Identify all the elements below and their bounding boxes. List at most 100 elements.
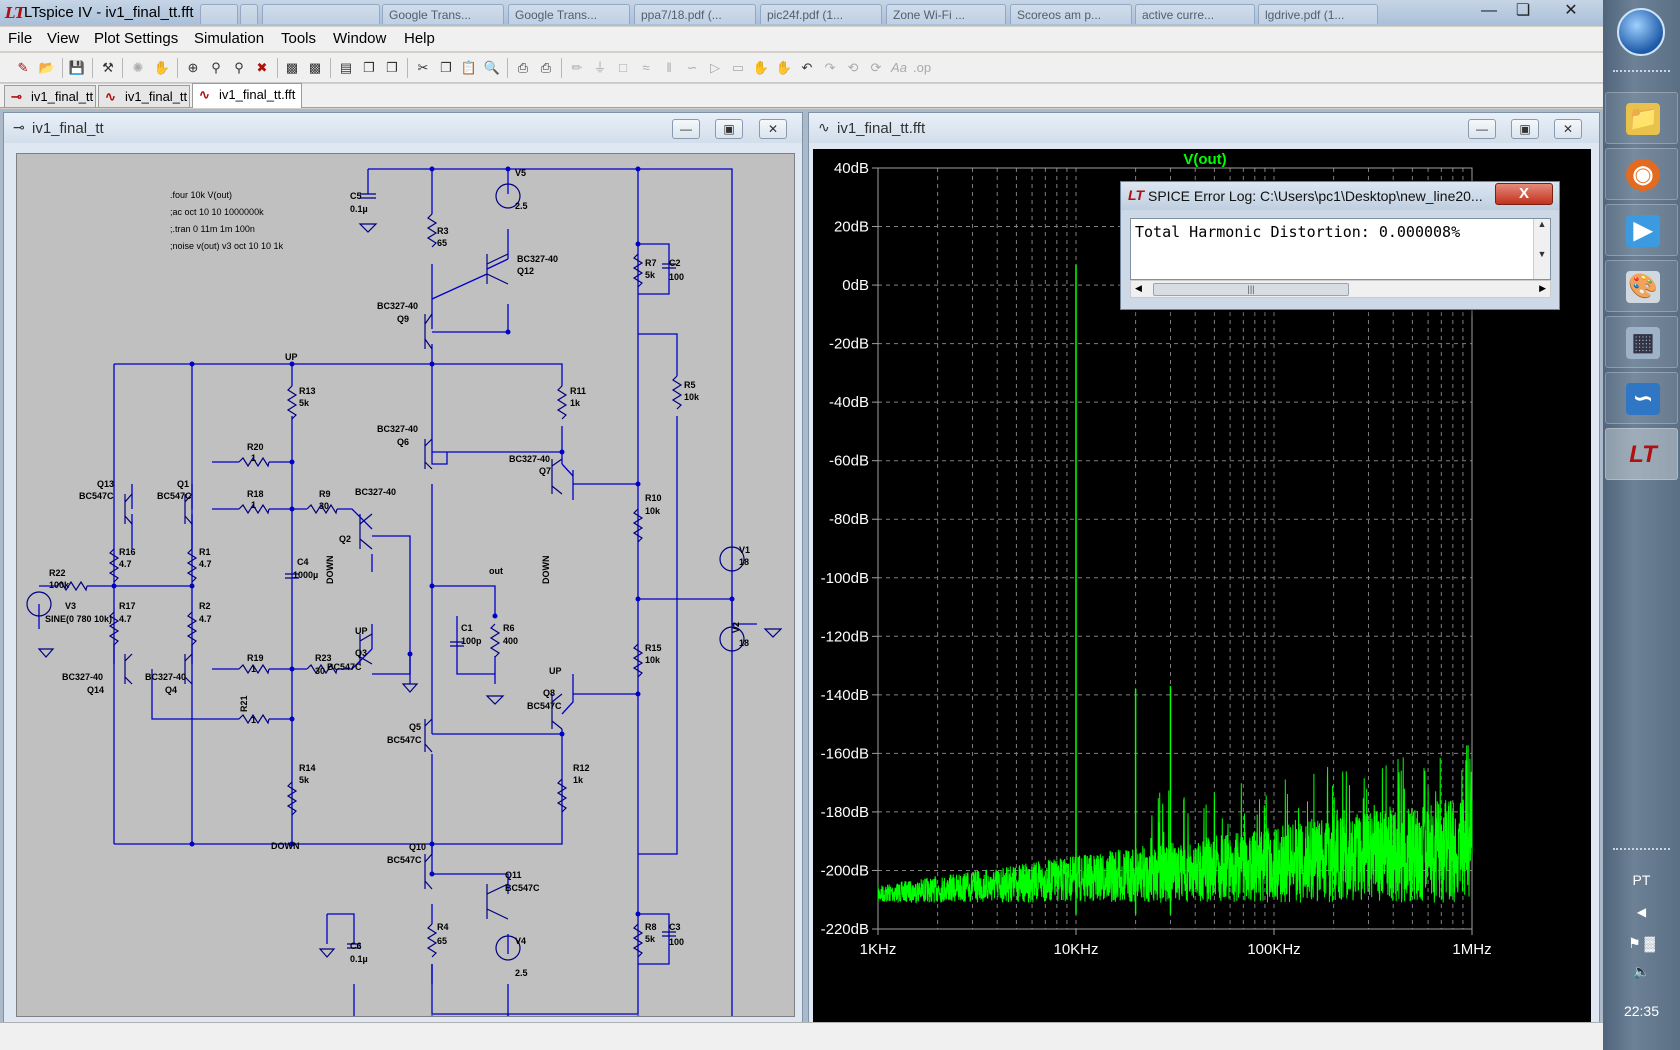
resistor-icon[interactable]: ≈ [642,60,650,75]
x-tick-label: 1KHz [860,941,897,958]
background-tab[interactable] [200,4,238,24]
menu-help[interactable]: Help [404,30,435,47]
component-icon[interactable]: ▭ [731,60,745,75]
tab-fft[interactable]: ∿iv1_final_tt.fft [192,83,302,108]
tile-vertical-icon[interactable]: ❐ [386,60,398,75]
scroll-thumb[interactable]: ||| [1153,283,1349,296]
tray-expand-icon[interactable]: ◀ [1636,905,1647,919]
schematic-close-button[interactable]: ✕ [759,119,787,139]
taskbar-ltspice[interactable]: LT [1605,428,1678,480]
spice-directive-icon[interactable]: .op [913,60,932,75]
component-label: SINE(0 780 10k) [45,614,112,624]
error-log-textbox[interactable]: Total Harmonic Distortion: 0.000008% ▲▼ [1130,218,1551,280]
tray-network-icons[interactable]: ⚑ ▓ [1628,935,1655,951]
drag-icon[interactable]: ✋ [775,60,793,75]
spice-directive[interactable]: ;.tran 0 11m 1m 100n [170,224,255,234]
start-button[interactable] [1617,8,1665,56]
halt-icon[interactable]: ✋ [153,60,171,75]
background-tab[interactable] [262,4,380,24]
component-label: BC327-40 [62,672,103,682]
background-tab[interactable]: Google Trans... [508,4,630,24]
fft-maximize-button[interactable]: ▣ [1511,119,1539,139]
component-label: R5 [684,380,696,390]
fft-icon[interactable]: ▩ [308,60,322,75]
taskbar-explorer[interactable]: 📁 [1605,92,1678,144]
error-log-close-button[interactable]: X [1495,183,1553,205]
control-panel-icon[interactable]: ⚒ [102,60,114,75]
zoom-area-icon[interactable]: ⊕ [187,60,199,75]
menu-plot-settings[interactable]: Plot Settings [94,30,179,47]
background-tab[interactable]: Scoreos am p... [1010,4,1132,24]
volume-icon[interactable]: 🔈 [1632,963,1651,979]
zoom-out-icon[interactable]: ⚲ [234,60,244,75]
menu-simulation[interactable]: Simulation [194,30,265,47]
taskbar-calculator[interactable]: ▦ [1605,316,1678,368]
print-preview-icon[interactable]: ⎙ [517,60,529,75]
tab-waveform[interactable]: ∿iv1_final_tt [98,85,190,107]
trace-title[interactable]: V(out) [1183,151,1226,168]
noise-floor-trace [877,745,1473,904]
taskbar-firefox[interactable]: ◉ [1605,148,1678,200]
capacitor-icon[interactable]: ‖ [666,60,672,75]
background-tab[interactable]: pic24f.pdf (1... [760,4,882,24]
fft-minimize-button[interactable]: — [1468,119,1496,139]
run-icon[interactable]: ✺ [132,60,144,75]
copy-icon[interactable]: ❐ [440,60,452,75]
menu-window[interactable]: Window [333,30,387,47]
inductor-icon[interactable]: ∽ [686,60,698,75]
autorange-icon[interactable]: ▩ [285,60,299,75]
wire-icon[interactable]: ✏ [571,60,583,75]
tile-horizontal-icon[interactable]: ▤ [339,60,353,75]
background-tab[interactable] [240,4,258,24]
zoom-fit-icon[interactable]: ✖ [256,60,268,75]
background-tab[interactable]: Google Trans... [382,4,504,24]
print-icon[interactable]: ⎙ [540,60,552,75]
spice-directive[interactable]: .four 10k V(out) [170,190,232,200]
scroll-right-icon[interactable]: ▶ [1539,283,1546,293]
fft-close-button[interactable]: ✕ [1554,119,1582,139]
paste-icon[interactable]: 📋 [460,60,478,75]
y-tick-label: 0dB [842,277,869,294]
close-button[interactable]: ✕ [1564,2,1578,19]
diode-icon[interactable]: ▷ [710,60,720,75]
menu-view[interactable]: View [47,30,80,47]
taskbar-sketch-app[interactable]: ∽ [1605,372,1678,424]
rotate-icon[interactable]: ⟲ [847,60,859,75]
new-schematic-icon[interactable]: ✎ [17,60,29,75]
ground-icon[interactable]: ⏚ [593,60,607,75]
move-icon[interactable]: ✋ [752,60,770,75]
scroll-left-icon[interactable]: ◀ [1135,283,1142,293]
schematic-maximize-button[interactable]: ▣ [715,119,743,139]
background-tab[interactable]: lgdrive.pdf (1... [1258,4,1378,24]
error-log-vertical-scrollbar[interactable]: ▲▼ [1533,219,1550,279]
menu-file[interactable]: File [8,30,33,47]
tab-schematic[interactable]: ⊸iv1_final_tt [4,85,96,107]
undo-icon[interactable]: ↶ [801,60,813,75]
error-log-horizontal-scrollbar[interactable]: ◀ ||| ▶ [1130,280,1551,298]
label-net-icon[interactable]: □ [619,60,627,75]
minimize-button[interactable]: — [1481,2,1497,19]
zoom-in-icon[interactable]: ⚲ [211,60,221,75]
taskbar-paint[interactable]: 🎨 [1605,260,1678,312]
save-icon[interactable]: 💾 [68,60,86,75]
background-tab[interactable]: Zone Wi-Fi ... [886,4,1006,24]
text-icon[interactable]: Aa [891,60,907,75]
find-icon[interactable]: 🔍 [483,60,501,75]
mirror-icon[interactable]: ⟳ [870,60,882,75]
clock[interactable]: 22:35 [1623,1003,1660,1019]
open-icon[interactable]: 📂 [38,60,56,75]
schematic-minimize-button[interactable]: — [672,119,700,139]
spice-directive[interactable]: ;ac oct 10 10 1000000k [170,207,264,217]
cascade-icon[interactable]: ❐ [363,60,375,75]
maximize-button[interactable]: ❏ [1515,2,1531,19]
ltspice-logo-icon: LT [5,4,26,22]
redo-icon[interactable]: ↷ [824,60,836,75]
language-indicator[interactable]: PT [1632,872,1651,888]
background-tab[interactable]: active curre... [1135,4,1255,24]
background-tab[interactable]: ppa7/18.pdf (... [634,4,756,24]
spice-directive[interactable]: ;noise v(out) v3 oct 10 10 1k [170,241,284,251]
cut-icon[interactable]: ✂ [417,60,429,75]
menu-tools[interactable]: Tools [281,30,317,47]
taskbar-media-player[interactable]: ▶ [1605,204,1678,256]
